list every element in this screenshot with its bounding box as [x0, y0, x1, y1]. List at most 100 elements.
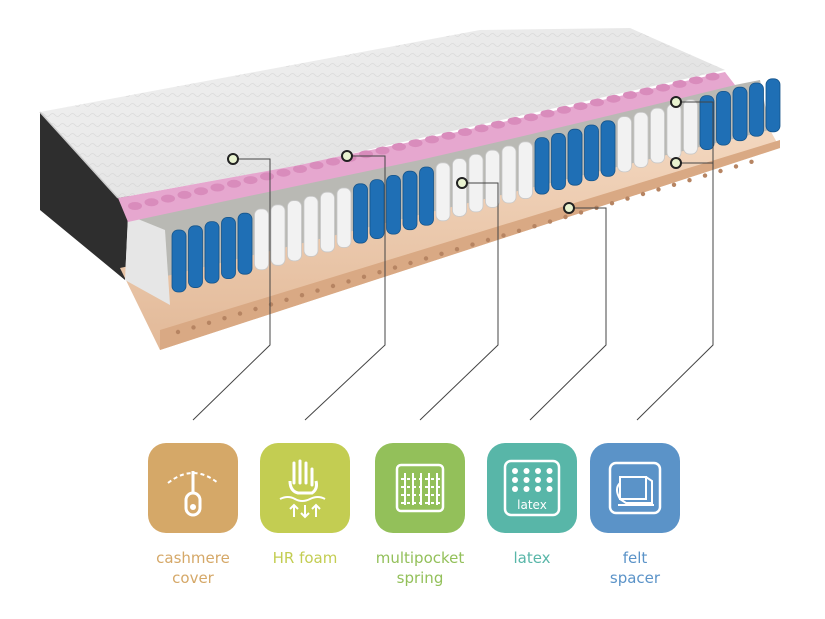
pocket-spring [419, 166, 434, 226]
latex-hole [532, 224, 537, 229]
foam-wave [606, 94, 621, 103]
foam-wave [524, 113, 538, 122]
foam-wave [392, 142, 406, 151]
foam-wave [491, 120, 505, 129]
latex-hole [299, 293, 305, 298]
foam-wave [177, 190, 192, 199]
foam-wave [260, 172, 274, 181]
pocket-spring [336, 187, 352, 248]
foam-wave [672, 79, 687, 88]
latex-hole [656, 187, 661, 192]
pocket-spring [617, 116, 632, 173]
foam-wave [194, 187, 208, 196]
latex-hole [222, 316, 227, 321]
latex-hole [454, 247, 460, 252]
latex-hole [191, 325, 196, 330]
label-cashmere-cover: cashmere cover [133, 548, 253, 588]
leader-line-latex [529, 207, 607, 421]
latex-hole [175, 329, 181, 335]
pocket-spring [501, 145, 517, 204]
multipocket-spring-tile [375, 443, 465, 533]
latex-hole [563, 214, 568, 220]
pocket-spring [534, 137, 550, 195]
latex-hole [702, 173, 708, 178]
foam-wave [276, 168, 291, 177]
marker-spring [456, 177, 468, 189]
latex-hole [392, 265, 398, 270]
latex-holes [175, 159, 754, 335]
foam-wave [144, 198, 159, 207]
leader-line-spring [419, 182, 499, 421]
pocket-spring [303, 195, 319, 257]
foam-wave [573, 102, 588, 111]
label-latex: latex [472, 548, 592, 568]
foam-wave [656, 83, 670, 92]
leader-lines [192, 101, 714, 421]
latex-dot [512, 486, 518, 492]
marker-felt-bottom [670, 157, 682, 169]
latex-hole [687, 178, 692, 183]
latex-hole [315, 288, 320, 293]
hand-press-icon [279, 459, 326, 519]
latex-hole [423, 256, 429, 261]
latex-tile: latex [487, 443, 577, 533]
pocket-spring [270, 204, 286, 266]
latex-hole [625, 196, 630, 201]
latex-dot [512, 468, 518, 474]
leader-line-cashmere [192, 158, 271, 421]
latex-dots-icon: latex [503, 459, 561, 517]
felt-spacer-tile [590, 443, 680, 533]
latex-hole [330, 283, 336, 289]
cashmere-cover-tile [148, 443, 238, 533]
latex-hole [718, 168, 723, 174]
latex-dot [512, 477, 518, 483]
latex-hole [253, 306, 258, 312]
latex-hole [268, 302, 274, 307]
pocket-springs [171, 78, 781, 293]
latex-icon-text: latex [517, 498, 547, 512]
latex-dot [546, 477, 553, 483]
pocket-spring [287, 200, 302, 262]
pocket-spring [666, 103, 682, 159]
pocket-spring [435, 162, 451, 222]
latex-dot [535, 486, 541, 492]
foam-wave [408, 139, 423, 148]
foam-wave [210, 183, 225, 192]
label-line-1: latex [513, 549, 551, 567]
foam-wave [161, 194, 175, 203]
mattress-dark-side [40, 112, 130, 280]
latex-dot [523, 477, 530, 483]
label-line-1: HR foam [272, 549, 338, 567]
pocket-spring [633, 112, 649, 168]
pocket-spring [485, 149, 500, 208]
latex-hole [470, 242, 475, 247]
foam-wave [227, 179, 241, 188]
latex-hole [547, 219, 553, 224]
pocket-spring [237, 212, 253, 275]
pocket-spring [204, 221, 220, 284]
latex-dot [546, 486, 553, 492]
foam-wave [293, 165, 307, 173]
pocket-spring [369, 179, 385, 240]
pocket-spring [699, 95, 715, 150]
pocket-spring [716, 91, 731, 146]
marker-cashmere [227, 153, 239, 165]
pocket-spring [188, 225, 203, 288]
pocket-spring [650, 107, 665, 164]
label-felt-spacer: felt spacer [575, 548, 695, 588]
foam-wave [557, 105, 571, 114]
foam-wave [639, 87, 654, 96]
latex-dot [535, 477, 541, 483]
pocket-spring [518, 141, 533, 199]
pocket-spring [749, 82, 764, 137]
label-line-2: cover [172, 569, 214, 587]
label-line-1: multipocket [375, 549, 465, 567]
latex-hole [609, 201, 615, 206]
foam-wave [507, 116, 522, 125]
marker-felt-top [670, 96, 682, 108]
foam-wave [375, 146, 390, 155]
latex-hole [346, 279, 351, 284]
latex-hole [516, 228, 522, 233]
foam-wave [590, 98, 604, 107]
